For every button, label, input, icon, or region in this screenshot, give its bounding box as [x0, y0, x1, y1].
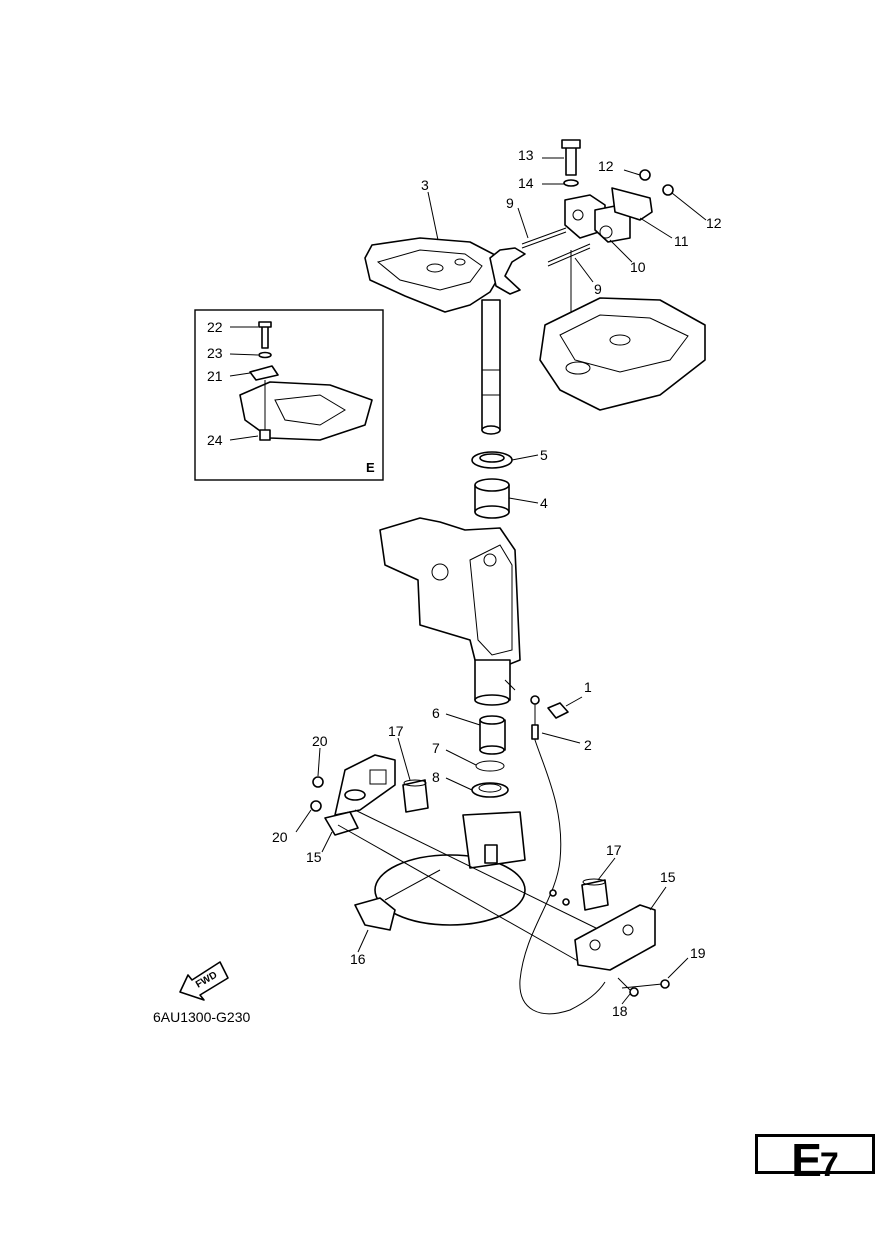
inset-e-box: E: [194, 309, 384, 481]
lower-bushings-illustration: [471, 715, 509, 798]
callout-18: 18: [612, 1003, 628, 1019]
callout-15a: 15: [306, 849, 322, 865]
lower-case-illustration: [374, 811, 526, 926]
callout-17b: 17: [606, 842, 622, 858]
callout-10: 10: [630, 259, 646, 275]
callout-3: 3: [421, 177, 429, 193]
callout-1: 1: [584, 679, 592, 695]
callout-2: 2: [584, 737, 592, 753]
steering-bracket-illustration: [364, 237, 526, 435]
callout-20b: 20: [272, 829, 288, 845]
callout-19: 19: [690, 945, 706, 961]
callout-23: 23: [207, 345, 223, 361]
callout-leaders: [229, 157, 707, 1005]
callout-12a: 12: [598, 158, 614, 174]
section-number: 7: [819, 1146, 839, 1184]
callout-24: 24: [207, 432, 223, 448]
swivel-bracket-illustration: [379, 517, 521, 706]
upper-mount-housing-illustration: [539, 297, 706, 411]
callout-labels: 1 2 3 4 5 6 7 8 9 9 10 11 12 12 13 14 15…: [207, 147, 722, 1019]
inset-label: E: [366, 460, 375, 475]
bushings-illustration: [471, 451, 513, 519]
callout-8: 8: [432, 769, 440, 785]
callout-20a: 20: [312, 733, 328, 749]
ground-lead-illustration: [519, 695, 606, 1015]
callout-4: 4: [540, 495, 548, 511]
callout-15b: 15: [660, 869, 676, 885]
mount-brackets-illustration: [310, 754, 670, 997]
callout-16: 16: [350, 951, 366, 967]
section-letter: E: [791, 1134, 822, 1186]
callout-17a: 17: [388, 723, 404, 739]
callout-9a: 9: [506, 195, 514, 211]
fwd-arrow-icon: FWD: [179, 961, 229, 1001]
callout-12b: 12: [706, 215, 722, 231]
section-code: E7: [758, 1133, 872, 1187]
section-tab: E7: [755, 1134, 875, 1186]
drawing-code: 6AU1300-G230: [153, 1009, 251, 1025]
callout-5: 5: [540, 447, 548, 463]
callout-13: 13: [518, 147, 534, 163]
callout-6: 6: [432, 705, 440, 721]
callout-14: 14: [518, 175, 534, 191]
callout-9b: 9: [594, 281, 602, 297]
callout-11: 11: [674, 233, 689, 249]
callout-7: 7: [432, 740, 440, 756]
top-mount-illustration: [521, 139, 674, 355]
callout-21: 21: [207, 368, 223, 384]
callout-22: 22: [207, 319, 223, 335]
